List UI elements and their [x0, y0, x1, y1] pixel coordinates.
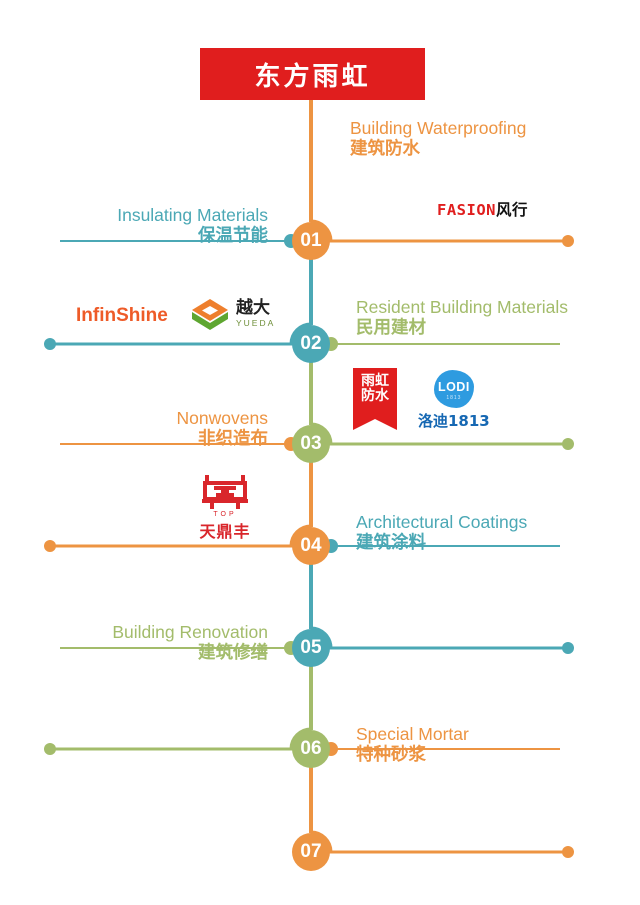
brand-banner: 东方雨虹 [200, 48, 425, 100]
label-waterproofing-zh: 建筑防水 [350, 139, 420, 160]
brand-title: 东方雨虹 [254, 61, 371, 92]
label-building-waterproofing[interactable]: Building Waterproofing 建筑防水 [350, 118, 526, 161]
tiandingfeng-ding-icon [198, 470, 252, 510]
label-insulating-zh: 保温节能 [198, 226, 268, 247]
label-building-renovation[interactable]: Building Renovation 建筑修缮 [112, 622, 268, 665]
logo-fasion-latin: FASION [437, 201, 496, 219]
label-waterproofing-en: Building Waterproofing [350, 118, 527, 138]
label-resident-building-materials[interactable]: Resident Building Materials 民用建材 [356, 297, 568, 340]
logo-infinshine-text: InfinShine [76, 305, 168, 326]
node-07[interactable]: 07 [292, 833, 330, 871]
yueda-cn: 越大 [236, 298, 270, 319]
logo-yuhong[interactable]: 雨虹 防水 [353, 368, 397, 430]
label-mortar-en: Special Mortar [356, 724, 469, 744]
logo-lodi[interactable]: LODI 1813 洛迪1813 [418, 370, 490, 431]
node-02[interactable]: 02 [292, 325, 330, 363]
node-01-number: 01 [300, 229, 322, 251]
logo-yueda[interactable]: 越大 YUEDA [190, 297, 275, 331]
node-05[interactable]: 05 [292, 629, 330, 667]
node-07-number: 07 [300, 840, 322, 862]
lodi-blob-icon: LODI 1813 [433, 370, 474, 408]
label-resident-zh: 民用建材 [356, 318, 426, 339]
label-nonwovens-zh: 非织造布 [198, 429, 268, 450]
label-architectural-coatings[interactable]: Architectural Coatings 建筑涂料 [356, 512, 527, 555]
lodi-tiny: 1813 [446, 395, 462, 401]
tiandingfeng-cn: 天鼎丰 [199, 522, 251, 541]
node-02-number: 02 [300, 332, 322, 354]
lodi-cn: 洛迪1813 [418, 412, 490, 430]
logo-fasion[interactable]: FASION风行 [437, 198, 528, 220]
yueda-en: YUEDA [236, 318, 276, 329]
lodi-latin: LODI [437, 380, 470, 394]
yuhong-line2: 防水 [361, 387, 389, 404]
yueda-wordmark: 越大 YUEDA [236, 300, 275, 328]
node-05-number: 05 [300, 636, 322, 658]
label-renovation-en: Building Renovation [112, 622, 268, 642]
yuhong-line1: 雨虹 [361, 373, 389, 389]
node-06-number: 06 [300, 737, 322, 759]
yuhong-notch-icon [353, 419, 397, 430]
node-01[interactable]: 01 [292, 222, 330, 260]
node-03-number: 03 [300, 432, 322, 454]
label-renovation-zh: 建筑修缮 [198, 643, 268, 664]
node-04-number: 04 [300, 534, 322, 556]
logo-fasion-cn: 风行 [496, 201, 529, 219]
label-coatings-zh: 建筑涂料 [356, 533, 426, 554]
node-04[interactable]: 04 [292, 527, 330, 565]
node-06[interactable]: 06 [292, 730, 330, 768]
label-insulating-materials[interactable]: Insulating Materials 保温节能 [117, 205, 268, 248]
label-special-mortar[interactable]: Special Mortar 特种砂浆 [356, 724, 469, 767]
tiandingfeng-sub: TOP [213, 511, 237, 518]
label-mortar-zh: 特种砂浆 [356, 745, 426, 766]
label-coatings-en: Architectural Coatings [356, 512, 528, 532]
yueda-diamond-icon [190, 297, 230, 331]
logo-infinshine[interactable]: InfinShine [76, 305, 168, 327]
yuhong-wordmark: 雨虹 防水 [353, 374, 397, 404]
node-03[interactable]: 03 [292, 425, 330, 463]
label-nonwovens-en: Nonwovens [176, 408, 268, 428]
logo-tiandingfeng[interactable]: TOP 天鼎丰 [198, 470, 252, 542]
label-resident-en: Resident Building Materials [356, 297, 569, 317]
label-nonwovens[interactable]: Nonwovens 非织造布 [177, 408, 268, 451]
label-insulating-en: Insulating Materials [117, 205, 268, 225]
